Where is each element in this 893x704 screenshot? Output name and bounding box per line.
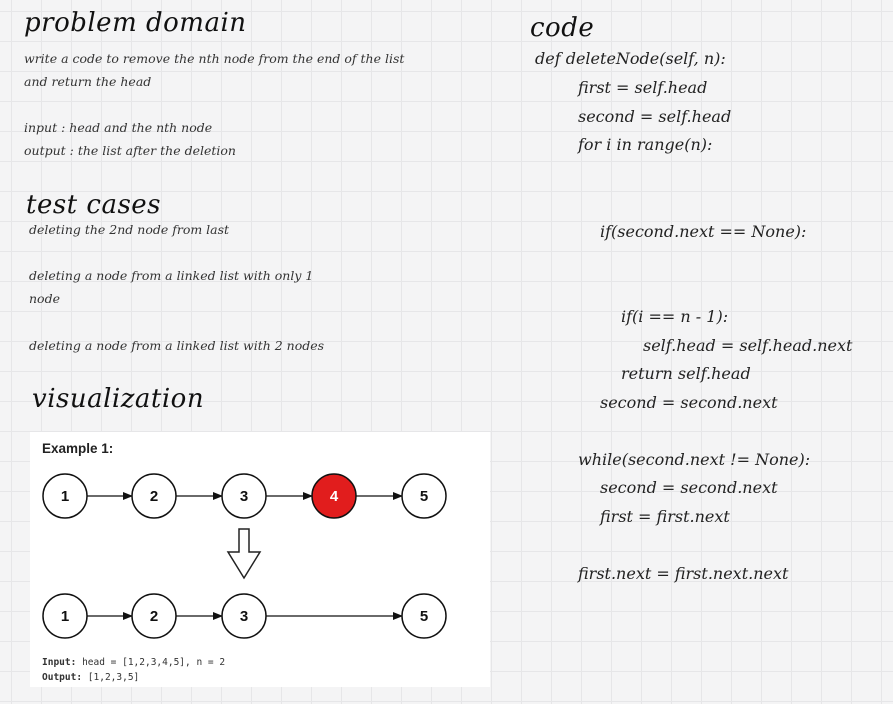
problem-domain-heading: problem domain xyxy=(24,8,247,38)
code-line-return: return self.head xyxy=(621,364,751,383)
example-title: Example 1: xyxy=(42,441,114,456)
code-line-while: while(second.next != None): xyxy=(578,450,811,469)
problem-input: input : head and the nth node xyxy=(24,120,213,135)
code-heading: code xyxy=(530,13,595,43)
input-label: Input: xyxy=(42,657,77,668)
before-node-label: 4 xyxy=(330,488,339,505)
before-node-label: 1 xyxy=(61,488,69,505)
problem-description-line1: write a code to remove the nth node from… xyxy=(24,51,405,66)
before-node-label: 5 xyxy=(420,488,428,505)
problem-description-line2: and return the head xyxy=(24,74,152,89)
before-node xyxy=(221,473,267,519)
code-line-if-none: if(second.next == None): xyxy=(600,222,807,241)
example-input-line: Input: head = [1,2,3,4,5], n = 2 xyxy=(42,657,225,668)
code-line-def: def deleteNode(self, n): xyxy=(535,49,726,68)
after-node xyxy=(131,593,177,639)
code-line-if-last: if(i == n - 1): xyxy=(621,307,729,326)
problem-output: output : the list after the deletion xyxy=(24,143,236,158)
code-line-unlink: first.next = first.next.next xyxy=(578,564,789,583)
example-card: Example 1: 1 2 3 4 5 1 2 3 5 Input: head = [1,2… xyxy=(30,432,490,687)
test-case-2b: node xyxy=(29,291,60,306)
before-node xyxy=(42,473,88,519)
code-line-second-init: second = self.head xyxy=(578,107,732,126)
after-node-label: 5 xyxy=(420,608,428,625)
visualization-heading: visualization xyxy=(32,384,205,414)
after-node xyxy=(42,593,88,639)
code-line-head-next: self.head = self.head.next xyxy=(643,336,853,355)
code-line-first-init: first = self.head xyxy=(578,78,708,97)
test-case-1: deleting the 2nd node from last xyxy=(29,222,230,237)
test-cases-heading: test cases xyxy=(26,190,162,220)
transform-arrow-icon xyxy=(226,528,262,580)
linked-list-diagram: 1 2 3 4 5 1 2 3 5 xyxy=(42,473,447,639)
after-node-label: 2 xyxy=(150,608,158,625)
input-value: head = [1,2,3,4,5], n = 2 xyxy=(82,657,226,668)
after-node-label: 1 xyxy=(61,608,69,625)
output-label: Output: xyxy=(42,672,83,683)
after-node xyxy=(221,593,267,639)
before-node-label: 3 xyxy=(240,488,248,505)
after-node-label: 3 xyxy=(240,608,248,625)
code-line-while-first: first = first.next xyxy=(600,507,730,526)
code-line-for: for i in range(n): xyxy=(578,135,713,154)
example-output-line: Output: [1,2,3,5] xyxy=(42,672,139,683)
before-node xyxy=(311,473,357,519)
before-node-label: 2 xyxy=(150,488,158,505)
before-node xyxy=(401,473,447,519)
code-line-second-advance: second = second.next xyxy=(600,393,778,412)
output-value: [1,2,3,5] xyxy=(87,672,140,683)
test-case-3: deleting a node from a linked list with … xyxy=(29,338,325,353)
code-line-while-second: second = second.next xyxy=(600,478,778,497)
after-node xyxy=(401,593,447,639)
test-case-2a: deleting a node from a linked list with … xyxy=(29,268,314,283)
before-node xyxy=(131,473,177,519)
